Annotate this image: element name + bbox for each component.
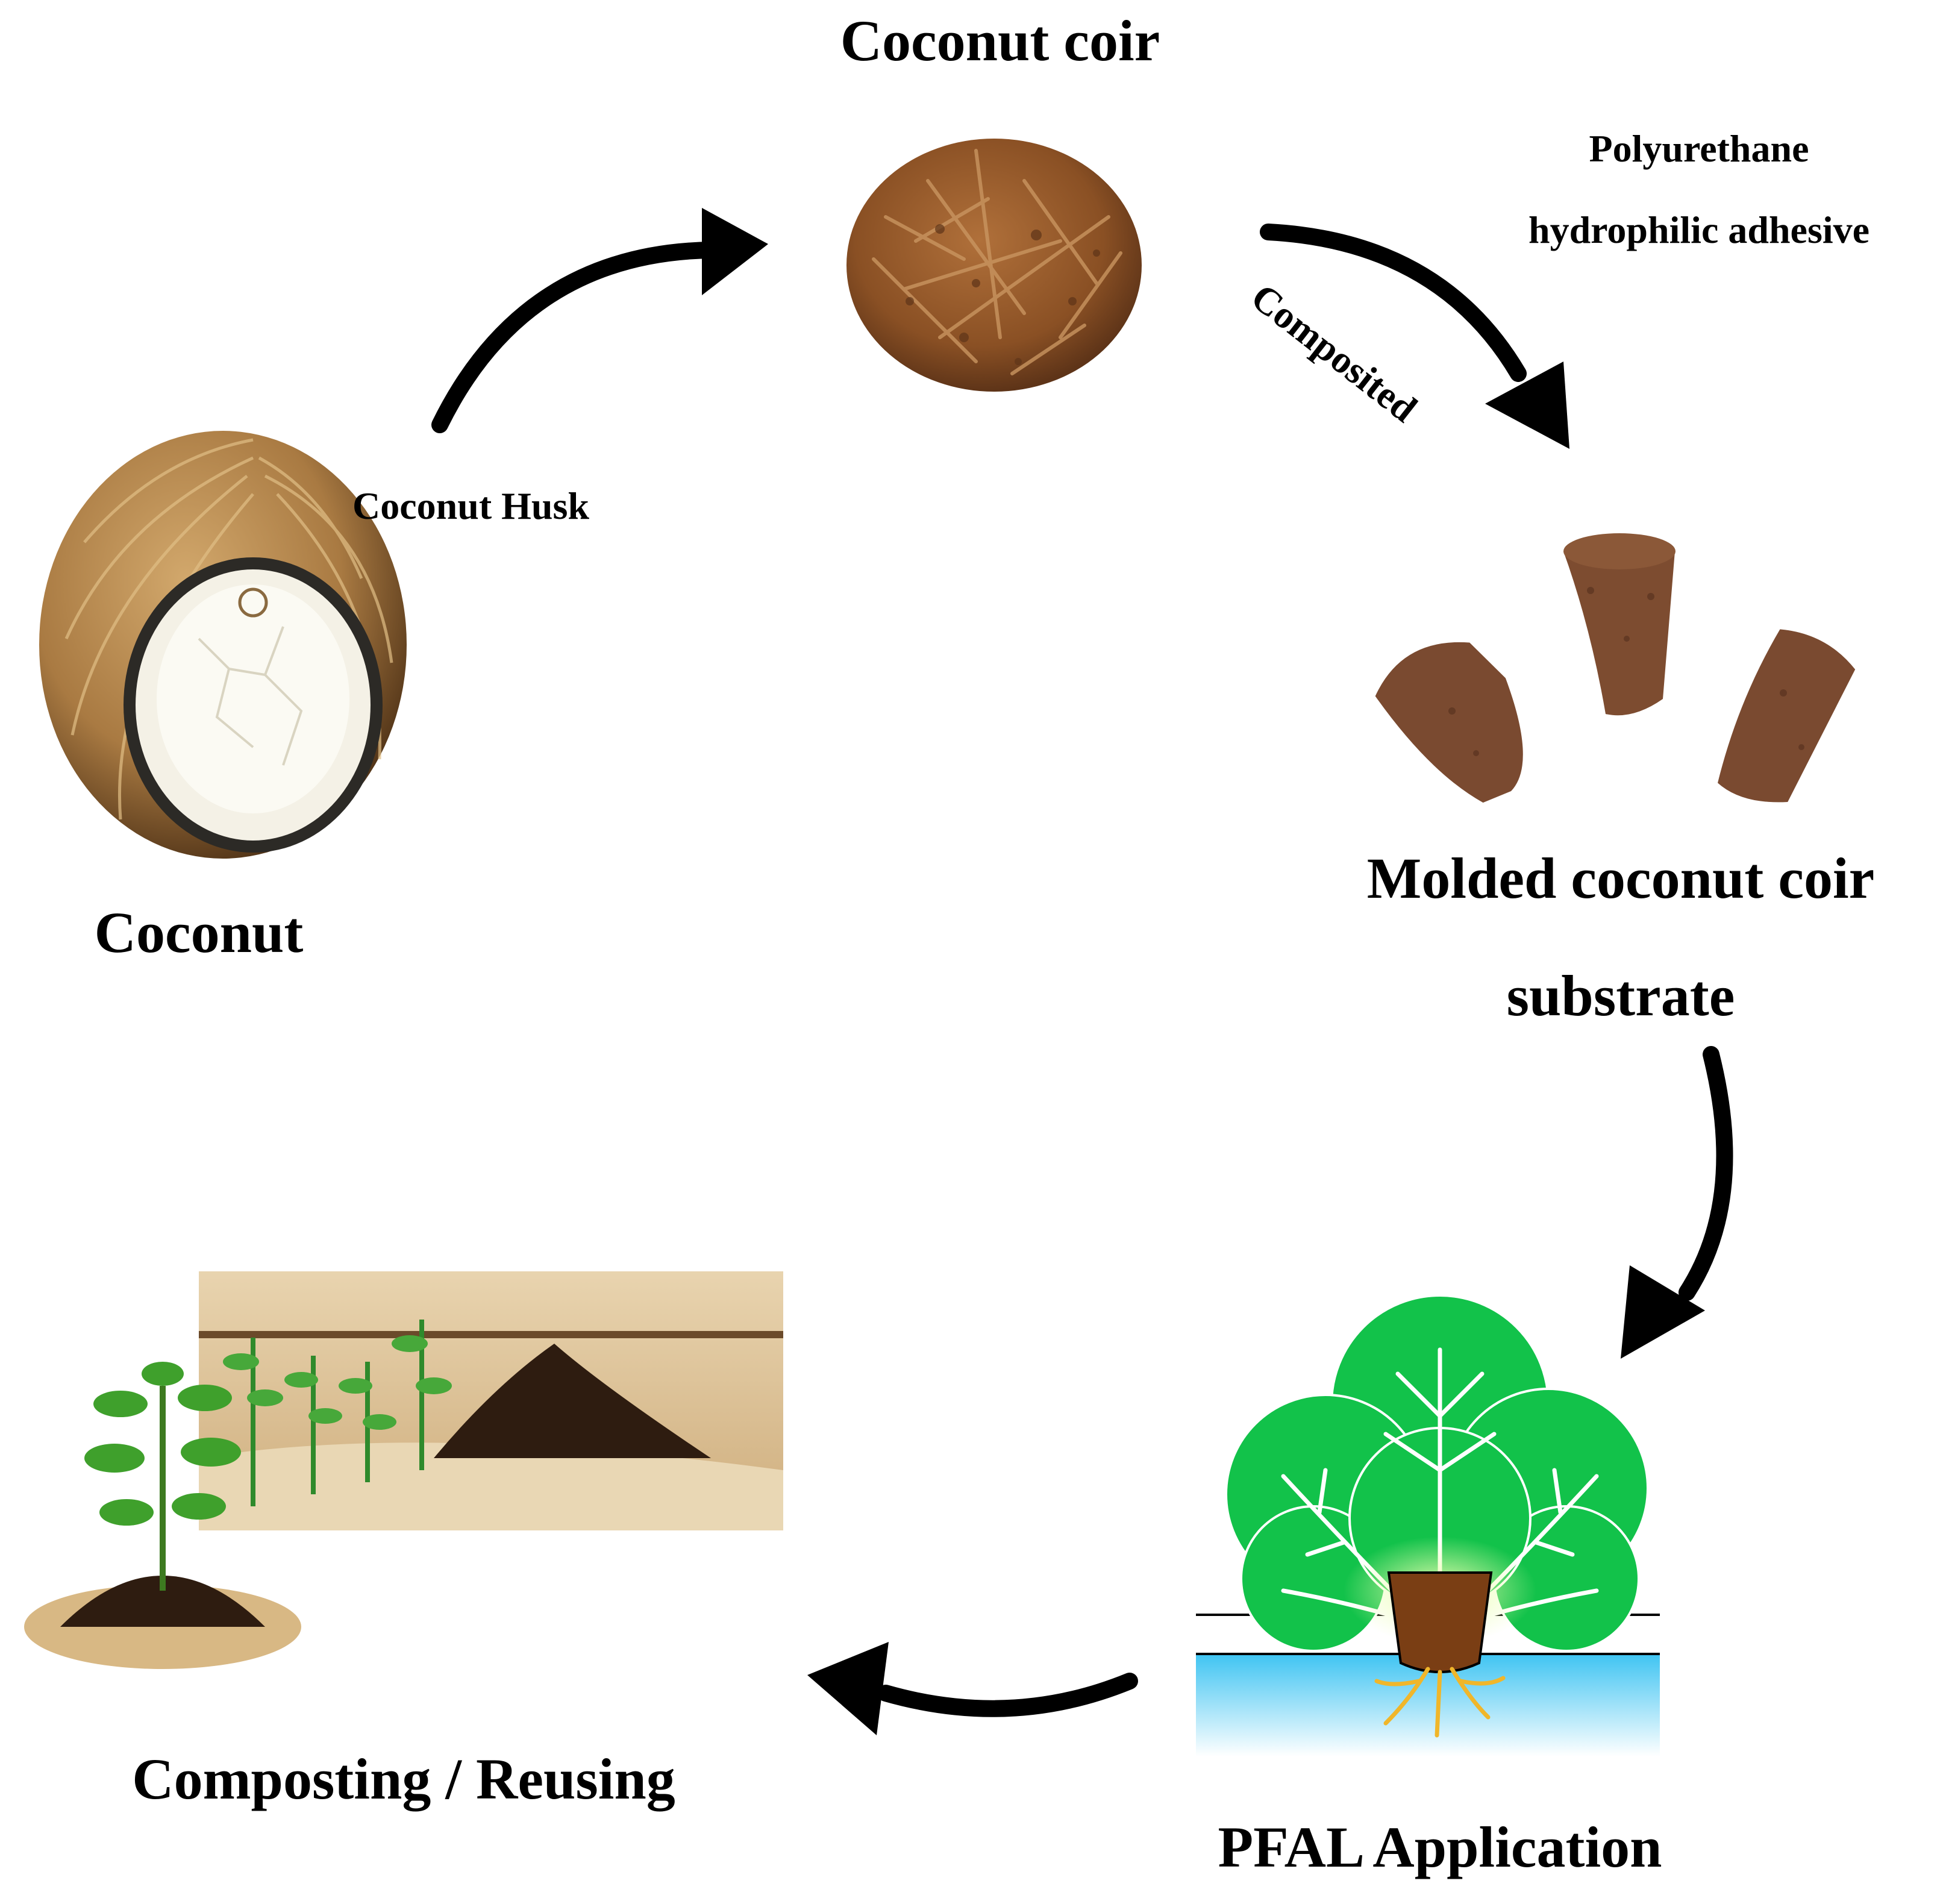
arrow-coir-to-molded	[1260, 224, 1569, 449]
arrow-pfal-to-composting	[807, 1642, 1138, 1735]
compost-scene-icon	[24, 1271, 783, 1669]
polyurethane-label-line2: hydrophilic adhesive	[1528, 208, 1870, 251]
molded-plug-right	[1718, 629, 1856, 803]
lettuce-plant-icon	[1196, 1294, 1660, 1756]
molded-plug-left	[1375, 642, 1523, 803]
coconut-label: Coconut	[94, 900, 304, 965]
coconut-coir-ball-icon	[846, 139, 1142, 392]
coconut-coir-label: Coconut coir	[840, 8, 1160, 73]
composting-reusing-label: Composting / Reusing	[132, 1747, 675, 1811]
arrow-coconut-to-coir	[431, 208, 768, 433]
polyurethane-label-line1: Polyurethane	[1589, 127, 1809, 170]
pfal-application-label: PFAL Application	[1218, 1815, 1662, 1879]
arrow-molded-to-pfal	[1621, 1046, 1733, 1359]
molded-substrate-label-line2: substrate	[1506, 963, 1735, 1028]
coconut-icon	[39, 431, 407, 859]
molded-plug-icon	[1375, 533, 1856, 803]
molded-substrate-label-line1: Molded coconut coir	[1366, 846, 1875, 910]
molded-plug-center	[1563, 533, 1675, 716]
coconut-husk-label: Coconut Husk	[352, 484, 589, 527]
